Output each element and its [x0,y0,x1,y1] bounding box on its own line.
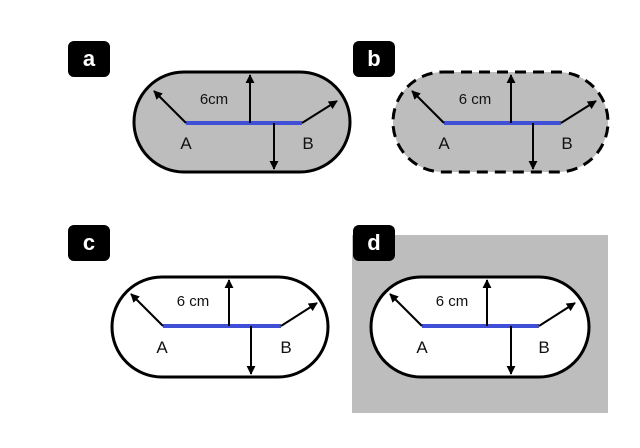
panel-d: d 6 cm A B [353,225,591,379]
panel-b-arrow-from-b [560,100,597,124]
panel-b: b 6 cm A B [353,41,610,174]
panel-a-label: a [83,46,96,71]
panel-a-dimension-label: 6cm [200,91,228,108]
panel-c-arrow-from-b [280,302,318,327]
panel-d-point-b-label: B [538,338,549,357]
panel-a-arrow-from-a [153,90,187,124]
panel-a-arrow-from-b [301,100,338,124]
panel-a-point-a-label: A [180,134,192,153]
panel-d-label: d [367,230,380,255]
panel-a-point-b-label: B [302,134,313,153]
panel-b-badge [353,41,395,77]
panel-c-dimension-label: 6 cm [177,293,210,310]
panel-a-badge [68,41,110,77]
panel-b-arrow-from-a [411,90,445,124]
panel-d-arrow-from-a [389,293,423,327]
panel-b-point-b-label: B [561,134,572,153]
panel-c-arrow-from-a [130,293,164,327]
panel-a: a 6cm A B [68,41,352,174]
panel-b-label: b [367,46,380,71]
panel-d-dimension-label: 6 cm [436,293,469,310]
panel-c-label: c [83,230,95,255]
panel-b-dimension-label: 6 cm [459,91,492,108]
panel-b-point-a-label: A [438,134,450,153]
panel-c-badge [68,225,110,261]
panel-c: c 6 cm A B [68,225,330,379]
panel-d-arrow-from-b [538,302,576,327]
panel-c-point-b-label: B [280,338,291,357]
panel-d-point-a-label: A [416,338,428,357]
panel-c-point-a-label: A [156,338,168,357]
panel-d-badge [353,225,395,261]
